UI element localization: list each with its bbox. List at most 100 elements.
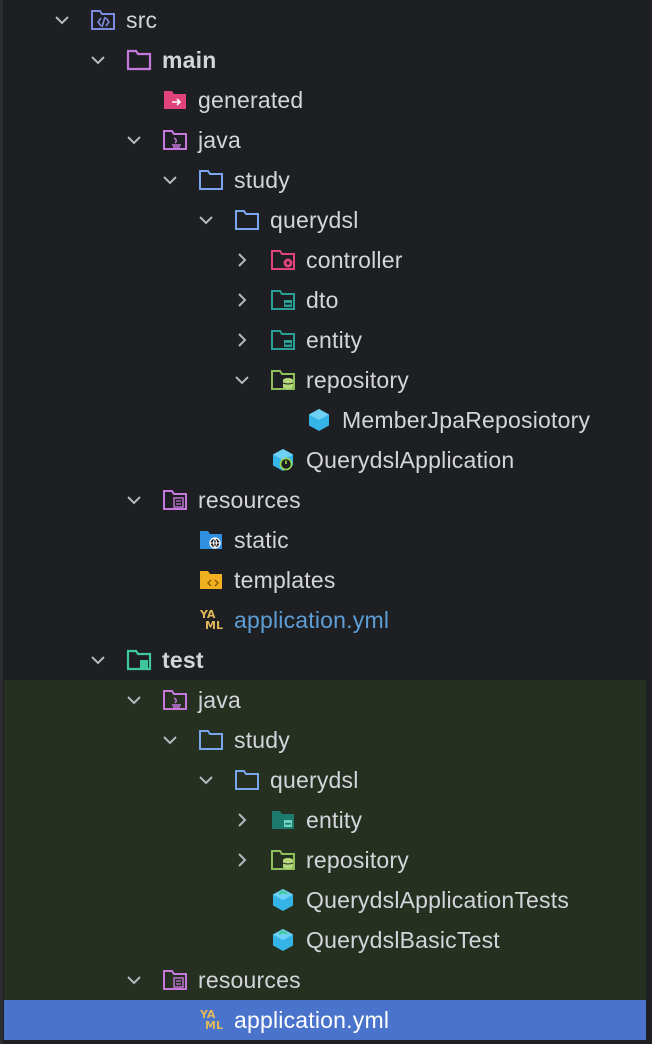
java-source-folder-icon (163, 130, 187, 150)
chevron-right-icon[interactable] (232, 290, 252, 310)
chevron-down-icon[interactable] (124, 130, 144, 150)
tree-node-templates[interactable]: templates (0, 560, 652, 600)
package-folder-icon (199, 730, 223, 750)
tree-node-repository-test[interactable]: repository (0, 840, 652, 880)
tree-node-querydsl-application-tests[interactable]: QuerydslApplicationTests (0, 880, 652, 920)
chevron-down-icon[interactable] (124, 970, 144, 990)
tree-label: QuerydslApplicationTests (306, 887, 570, 913)
chevron-down-icon[interactable] (160, 170, 180, 190)
yaml-file-icon: YA ML (200, 1009, 226, 1033)
tree-label: study (234, 727, 290, 753)
generated-folder-icon (164, 91, 186, 109)
tree-node-controller[interactable]: controller (0, 240, 652, 280)
test-scope-highlight (4, 680, 646, 1000)
yaml-icon-text: ML (205, 1019, 223, 1032)
tree-label: application.yml (234, 607, 390, 633)
chevron-down-icon[interactable] (196, 770, 216, 790)
yaml-file-icon: YA ML (200, 609, 226, 633)
test-class-icon (273, 889, 293, 911)
resources-folder-icon (163, 490, 187, 510)
web-folder-icon (200, 531, 222, 549)
tree-node-querydsl-test[interactable]: querydsl (0, 760, 652, 800)
tree-node-resources-test[interactable]: resources (0, 960, 652, 1000)
controller-folder-icon (271, 250, 295, 270)
tree-label: repository (306, 367, 409, 393)
package-folder-icon (235, 770, 259, 790)
tree-label: main (162, 47, 217, 73)
tree-label: QuerydslApplication (306, 447, 515, 473)
tree-label: resources (198, 967, 301, 993)
chevron-down-icon[interactable] (124, 690, 144, 710)
tree-node-study-main[interactable]: study (0, 160, 652, 200)
tree-label: MemberJpaReposiotory (342, 407, 591, 433)
chevron-down-icon[interactable] (88, 650, 108, 670)
tree-node-test[interactable]: test (0, 640, 652, 680)
tree-label: java (198, 127, 241, 153)
tree-label: resources (198, 487, 301, 513)
tree-node-generated[interactable]: generated (0, 80, 652, 120)
templates-folder-icon (200, 571, 222, 589)
yaml-icon-text: ML (205, 619, 223, 632)
yaml-icon-text: YA (200, 608, 216, 621)
entity-folder-icon (271, 330, 295, 350)
chevron-right-icon[interactable] (232, 850, 252, 870)
module-folder-icon (126, 49, 152, 71)
tree-node-main[interactable]: main (0, 40, 652, 80)
chevron-right-icon[interactable] (232, 810, 252, 830)
tree-node-java-main[interactable]: java (0, 120, 652, 160)
tree-label: templates (234, 567, 336, 593)
tree-label: test (162, 647, 204, 673)
package-folder-icon (199, 170, 223, 190)
tree-label: generated (198, 87, 304, 113)
tree-node-member-repository[interactable]: MemberJpaReposiotory (0, 400, 652, 440)
test-resources-folder-icon (163, 970, 187, 990)
tree-label: entity (306, 807, 363, 833)
tree-label: controller (306, 247, 403, 273)
repository-folder-icon (271, 370, 295, 390)
spring-boot-class-icon (273, 449, 293, 471)
chevron-down-icon[interactable] (52, 10, 72, 30)
chevron-right-icon[interactable] (232, 250, 252, 270)
tree-node-java-test[interactable]: java (0, 680, 652, 720)
tree-node-dto[interactable]: dto (0, 280, 652, 320)
chevron-down-icon[interactable] (124, 490, 144, 510)
tree-node-src[interactable]: src (0, 0, 652, 40)
chevron-right-icon[interactable] (232, 330, 252, 350)
tree-node-resources-main[interactable]: resources (0, 480, 652, 520)
java-test-folder-icon (163, 690, 187, 710)
tree-label: static (234, 527, 289, 553)
chevron-down-icon[interactable] (232, 370, 252, 390)
tree-node-application-yml-test[interactable]: YA ML application.yml (4, 1000, 646, 1040)
tree-label: querydsl (270, 767, 359, 793)
tree-label: src (126, 7, 158, 33)
tree-label: repository (306, 847, 409, 873)
left-gutter (0, 0, 3, 1044)
repository-folder-icon (271, 850, 295, 870)
test-module-folder-icon (126, 649, 152, 671)
tree-label: QuerydslBasicTest (306, 927, 500, 953)
entity-folder-icon (272, 811, 294, 829)
dto-folder-icon (271, 290, 295, 310)
tree-node-entity-test[interactable]: entity (0, 800, 652, 840)
yaml-icon-text: YA (200, 1008, 216, 1021)
tree-node-entity-main[interactable]: entity (0, 320, 652, 360)
tree-node-querydsl-basic-test[interactable]: QuerydslBasicTest (0, 920, 652, 960)
chevron-down-icon[interactable] (160, 730, 180, 750)
test-class-icon (273, 929, 293, 951)
tree-node-study-test[interactable]: study (0, 720, 652, 760)
tree-label: dto (306, 287, 339, 313)
source-folder-icon (91, 10, 115, 30)
tree-label: application.yml (234, 1007, 390, 1033)
tree-node-repository-main[interactable]: repository (0, 360, 652, 400)
tree-label: study (234, 167, 290, 193)
tree-node-querydsl-main[interactable]: querydsl (0, 200, 652, 240)
tree-label: java (198, 687, 241, 713)
interface-file-icon (309, 409, 329, 431)
tree-node-application-yml-main[interactable]: YA ML application.yml (0, 600, 652, 640)
tree-label: querydsl (270, 207, 359, 233)
chevron-down-icon[interactable] (88, 50, 108, 70)
tree-node-static[interactable]: static (0, 520, 652, 560)
chevron-down-icon[interactable] (196, 210, 216, 230)
tree-label: entity (306, 327, 363, 353)
tree-node-querydsl-application[interactable]: QuerydslApplication (0, 440, 652, 480)
